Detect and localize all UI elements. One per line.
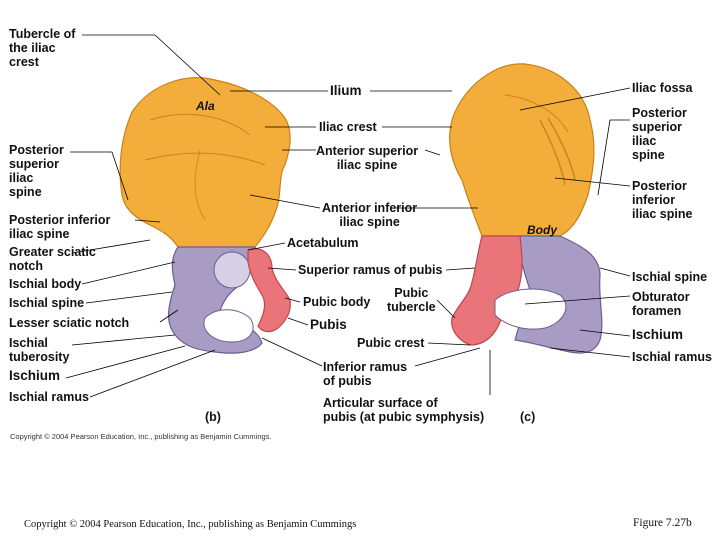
- leader-lines: [65, 34, 631, 398]
- label-body: Body: [527, 223, 557, 237]
- label-acetabulum: Acetabulum: [287, 236, 359, 250]
- pubis-region-c: [451, 235, 523, 346]
- panel-letter-c: (c): [520, 410, 536, 424]
- label-pubic-body: Pubic body: [303, 295, 371, 309]
- label-greater-sciatic-notch: Greater sciatic notch: [9, 245, 96, 273]
- label-posterior-inferior-iliac-spine-b: Posterior inferior iliac spine: [9, 213, 111, 241]
- label-pubic-tubercle: Pubic tubercle: [387, 286, 436, 314]
- label-ala: Ala: [196, 99, 215, 113]
- label-posterior-superior-iliac-spine-c: Posterior superior iliac spine: [632, 106, 687, 162]
- label-ischium-c: Ischium: [632, 327, 684, 342]
- copyright-small: Copyright © 2004 Pearson Education, Inc.…: [10, 432, 272, 441]
- label-posterior-superior-iliac-spine-b: Posterior superior iliac spine: [9, 143, 64, 199]
- footer-figure-number: Figure 7.27b: [633, 517, 692, 529]
- label-iliac-crest: Iliac crest: [319, 120, 377, 134]
- label-tubercle-iliac-crest: Tubercle of the iliac crest: [9, 27, 76, 69]
- ilium-region-b: [119, 77, 291, 248]
- label-anterior-superior-iliac-spine: Anterior superior iliac spine: [316, 144, 419, 172]
- lateral-view-hip-bone: [119, 77, 291, 354]
- label-ischial-spine-c: Ischial spine: [632, 270, 708, 284]
- label-ischial-ramus-b: Ischial ramus: [9, 390, 89, 404]
- label-articular-surface-of-pubis: Articular surface of pubis (at pubic sym…: [323, 396, 485, 424]
- label-pubic-crest: Pubic crest: [357, 336, 425, 350]
- label-inferior-ramus-of-pubis: Inferior ramus of pubis: [323, 360, 408, 388]
- label-pubis: Pubis: [310, 317, 347, 332]
- footer-copyright: Copyright © 2004 Pearson Education, Inc.…: [24, 519, 357, 530]
- label-ischial-tuberosity: Ischial tuberosity: [9, 336, 70, 364]
- label-iliac-fossa: Iliac fossa: [632, 81, 693, 95]
- label-ilium: Ilium: [330, 83, 362, 98]
- label-ischial-spine-b: Ischial spine: [9, 296, 85, 310]
- label-obturator-foramen: Obturator foramen: [632, 290, 690, 318]
- label-posterior-inferior-iliac-spine-c: Posterior inferior iliac spine: [632, 179, 693, 221]
- label-ischial-ramus-c: Ischial ramus: [632, 350, 712, 364]
- label-ischial-body: Ischial body: [9, 277, 82, 291]
- label-ischium-b: Ischium: [9, 368, 61, 383]
- medial-view-hip-bone: [449, 63, 603, 354]
- label-lesser-sciatic-notch: Lesser sciatic notch: [9, 316, 130, 330]
- label-anterior-inferior-iliac-spine: Anterior inferior iliac spine: [322, 201, 418, 229]
- pubis-region-b: [247, 248, 291, 333]
- label-superior-ramus-of-pubis: Superior ramus of pubis: [298, 263, 443, 277]
- ilium-region-c: [449, 63, 595, 237]
- panel-letter-b: (b): [205, 410, 221, 424]
